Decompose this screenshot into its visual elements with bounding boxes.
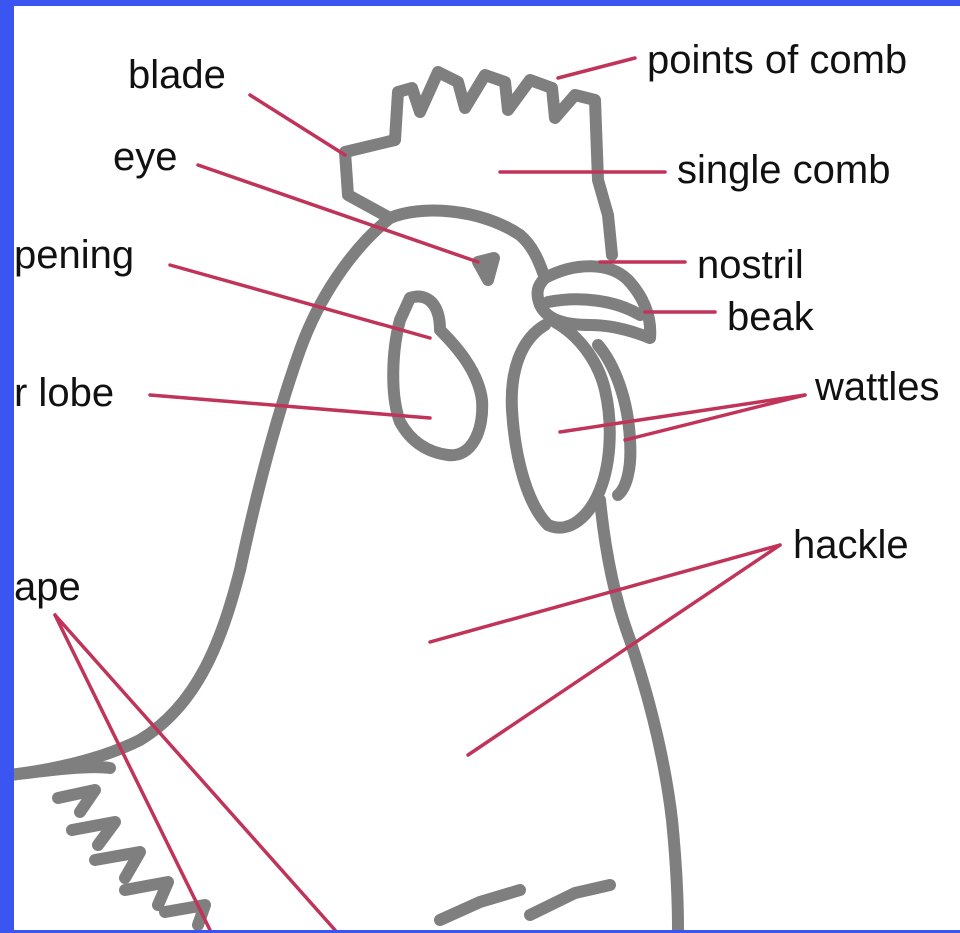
label-wattles: wattles	[814, 365, 940, 409]
label-hackle: hackle	[793, 523, 909, 567]
label-points-of-comb: points of comb	[647, 38, 907, 82]
beak-split-line	[548, 299, 640, 315]
cape-feather-3	[95, 852, 140, 878]
label-single-comb: single comb	[677, 148, 890, 192]
rooster-outline	[14, 72, 678, 930]
ear-opening-leader	[170, 265, 430, 338]
label-ear-opening: pening	[14, 233, 134, 277]
label-nostril: nostril	[697, 243, 804, 287]
label-blade: blade	[128, 53, 226, 97]
cape-feather-1	[58, 790, 95, 812]
eye-shape	[478, 258, 494, 280]
rooster-diagram: points of comb blade eye single comb pen…	[14, 6, 960, 930]
label-ear-lobe: r lobe	[14, 371, 114, 415]
label-beak: beak	[727, 295, 815, 339]
cape-feather-6	[440, 890, 520, 920]
hackle-leader-2	[468, 545, 780, 755]
body-outline	[14, 767, 110, 775]
labels: points of comb blade eye single comb pen…	[14, 38, 940, 609]
blade-leader	[250, 95, 345, 155]
ear-lobe-outline	[393, 297, 482, 456]
points-of-comb-leader	[558, 58, 635, 78]
neck-front-outline	[600, 500, 678, 930]
cape-feather-2	[72, 822, 115, 845]
label-eye: eye	[113, 135, 178, 179]
head-outline	[390, 211, 545, 278]
diagram-frame: points of comb blade eye single comb pen…	[14, 6, 960, 930]
label-cape: ape	[14, 565, 81, 609]
cape-feather-7	[530, 885, 610, 915]
neck-back-outline	[14, 218, 390, 775]
cape-feather-4	[125, 882, 168, 905]
